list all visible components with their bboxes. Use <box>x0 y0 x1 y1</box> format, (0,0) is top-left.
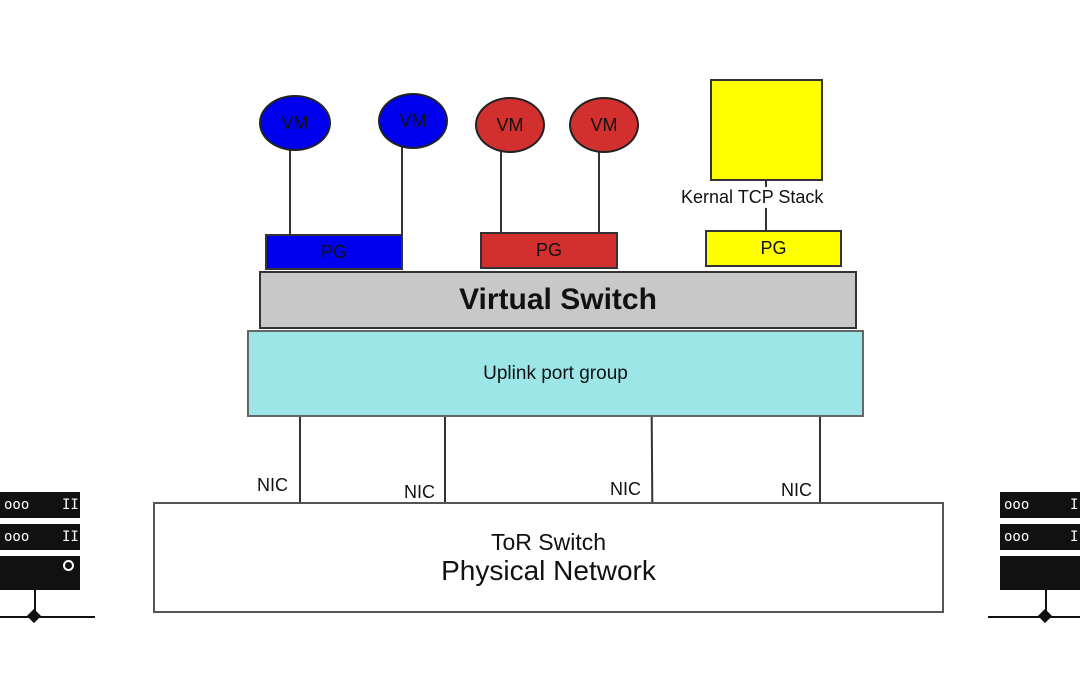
rack-unit-bars: II <box>62 529 79 545</box>
nic-label-2: NIC <box>404 482 435 502</box>
rack-unit-lights: ooo <box>1004 497 1030 513</box>
nic2-link <box>444 416 446 504</box>
port-group-label: PG <box>760 238 787 258</box>
vm-label: VM <box>399 110 427 131</box>
vm-red-2: VM <box>569 97 639 153</box>
uplink-port-group-label: Uplink port group <box>483 362 628 384</box>
virtual-switch-label: Virtual Switch <box>459 283 657 316</box>
server-rack-right-icon: ooo I ooo I <box>988 492 1080 627</box>
rack-unit: ooo I <box>1000 524 1080 550</box>
kernel-tcp-stack-label: Kernal TCP Stack <box>681 187 824 208</box>
rack-unit-lights: ooo <box>4 529 30 545</box>
nic-label-1: NIC <box>257 475 288 495</box>
rack-unit-base <box>1000 556 1080 590</box>
vm4-link <box>598 150 600 232</box>
vm-label: VM <box>281 112 309 133</box>
port-group-label: PG <box>535 240 562 260</box>
nic-label-3: NIC <box>610 479 641 499</box>
tor-switch-label: ToR Switch <box>490 528 607 555</box>
tor-switch-physical-network: ToR Switch Physical Network <box>153 502 944 613</box>
rack-network-line <box>0 616 95 618</box>
rack-unit-lights: ooo <box>4 497 30 513</box>
rack-network-line <box>988 616 1080 618</box>
rack-node <box>26 608 42 624</box>
rack-unit-lights: ooo <box>1004 529 1030 545</box>
vm-label: VM <box>496 114 524 135</box>
vm-label: VM <box>590 114 618 135</box>
physical-network-label: Physical Network <box>441 554 656 586</box>
nic4-link <box>819 416 821 504</box>
vm-red-1: VM <box>475 97 545 153</box>
vm3-link <box>500 150 502 232</box>
port-group-blue: PG <box>265 234 403 270</box>
port-group-red: PG <box>480 232 618 269</box>
nic1-link <box>299 416 301 504</box>
rack-node <box>1037 608 1053 624</box>
port-group-yellow: PG <box>705 230 842 267</box>
kernel-tcp-stack-box <box>710 79 823 181</box>
rack-unit: ooo II <box>0 524 80 550</box>
vm-blue-2: VM <box>378 93 448 149</box>
nic3-link <box>650 415 654 505</box>
rack-stand <box>1045 590 1047 617</box>
rack-unit-bars: II <box>62 497 79 513</box>
vm1-link <box>289 148 291 234</box>
rack-unit: ooo I <box>1000 492 1080 518</box>
server-rack-left-icon: ooo II ooo II <box>0 492 95 627</box>
rack-power-icon <box>63 560 74 571</box>
rack-unit-bars: I <box>1070 529 1079 545</box>
nic-label-4: NIC <box>781 480 812 500</box>
port-group-label: PG <box>320 241 347 262</box>
vm-blue-1: VM <box>259 95 331 151</box>
virtual-switch: Virtual Switch <box>259 271 857 329</box>
rack-unit: ooo II <box>0 492 80 518</box>
uplink-port-group: Uplink port group <box>247 330 864 417</box>
vm2-link <box>401 146 403 234</box>
rack-unit-base <box>0 556 80 590</box>
rack-unit-bars: I <box>1070 497 1079 513</box>
rack-stand <box>34 590 36 617</box>
